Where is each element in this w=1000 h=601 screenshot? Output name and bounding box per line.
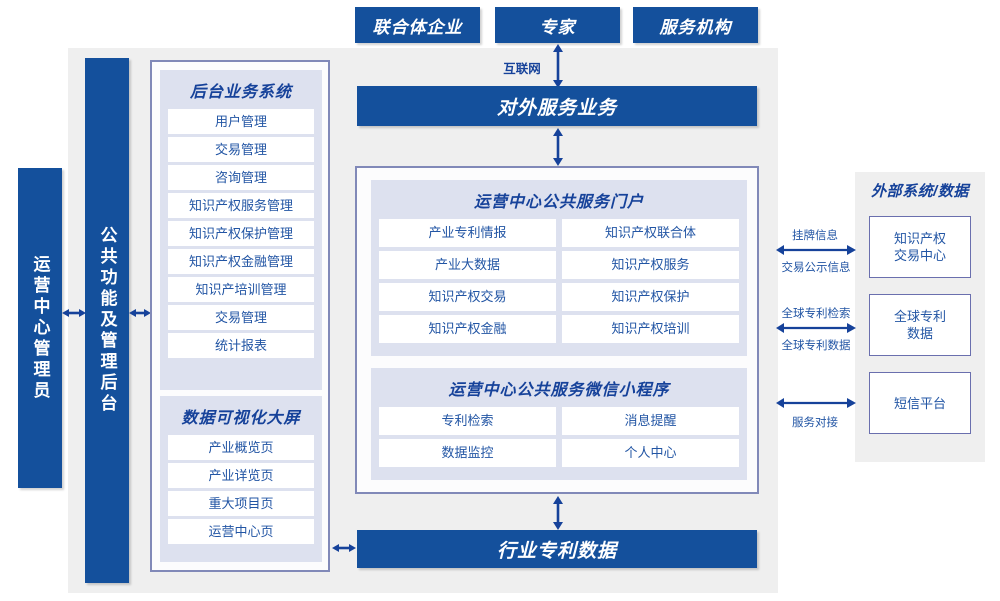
list-item[interactable]: 统计报表 — [168, 333, 314, 358]
actor-label: 服务机构 — [659, 17, 732, 37]
list-item[interactable]: 产业概览页 — [168, 435, 314, 460]
external-system-global-patent-data[interactable]: 全球专利 数据 — [869, 294, 971, 356]
list-item[interactable]: 知识产权金融 — [379, 315, 556, 343]
external-service-bar[interactable]: 对外服务业务 — [357, 86, 757, 126]
group-title: 运营中心公共服务门户 — [473, 194, 644, 211]
connection-label-global-patent-search: 全球专利检索 — [781, 308, 851, 320]
arrow-global-patent — [776, 321, 856, 335]
ext-line1: 全球专利 — [893, 309, 946, 324]
connection-label-trade-public-info: 交易公示信息 — [781, 262, 851, 274]
actor-label: 联合体企业 — [372, 17, 463, 37]
actor-box-consortium-enterprise[interactable]: 联合体企业 — [355, 7, 480, 43]
miniprogram-grid: 专利检索 消息提醒 数据监控 个人中心 — [379, 407, 739, 467]
arrow-sms-platform — [776, 396, 856, 410]
portal-group: 运营中心公共服务门户 产业专利情报 知识产权联合体 产业大数据 知识产权服务 知… — [371, 180, 747, 356]
connection-label-global-patent-data: 全球专利数据 — [781, 340, 851, 352]
arrow-subsystem-to-data — [332, 540, 356, 556]
arrow-admin-to-backend — [62, 305, 86, 321]
column-operation-center-admin[interactable]: 运营中心管理员 — [18, 168, 62, 488]
public-service-panel: 运营中心公共服务门户 产业专利情报 知识产权联合体 产业大数据 知识产权服务 知… — [355, 166, 759, 494]
industry-patent-data-bar[interactable]: 行业专利数据 — [357, 530, 757, 568]
bar-label: 行业专利数据 — [496, 540, 617, 562]
list-item[interactable]: 知识产培训管理 — [168, 277, 314, 302]
arrow-ip-exchange — [776, 243, 856, 257]
external-system-ip-exchange[interactable]: 知识产权 交易中心 — [869, 216, 971, 278]
ext-line2: 交易中心 — [893, 248, 946, 263]
actor-box-service-agency[interactable]: 服务机构 — [633, 7, 758, 43]
connection-label-listing-info: 挂牌信息 — [792, 230, 838, 242]
list-item[interactable]: 运营中心页 — [168, 519, 314, 544]
connection-label-service-docking: 服务对接 — [792, 417, 838, 429]
internet-label: 互联网 — [503, 62, 541, 76]
list-item[interactable]: 知识产权培训 — [562, 315, 739, 343]
ext-line1: 短信平台 — [893, 395, 946, 411]
list-item[interactable]: 咨询管理 — [168, 165, 314, 190]
group-title: 运营中心公共服务微信小程序 — [448, 382, 670, 399]
ext-line1: 知识产权 — [893, 231, 946, 246]
list-item[interactable]: 知识产权交易 — [379, 283, 556, 311]
list-item[interactable]: 知识产权保护管理 — [168, 221, 314, 246]
backend-subsystems-panel: 后台业务系统 用户管理 交易管理 咨询管理 知识产权服务管理 知识产权保护管理 … — [150, 60, 330, 572]
arrow-service-to-portal — [550, 128, 566, 166]
list-item[interactable]: 知识产权服务 — [562, 251, 739, 279]
list-item[interactable]: 知识产权金融管理 — [168, 249, 314, 274]
external-system-sms-platform[interactable]: 短信平台 — [869, 372, 971, 434]
group-title: 数据可视化大屏 — [181, 410, 301, 427]
list-item[interactable]: 交易管理 — [168, 305, 314, 330]
list-item[interactable]: 重大项目页 — [168, 491, 314, 516]
arrow-portal-to-data — [550, 496, 566, 530]
data-visualization-group: 数据可视化大屏 产业概览页 产业详览页 重大项目页 运营中心页 — [160, 396, 322, 562]
external-systems-title: 外部系统/数据 — [871, 183, 969, 200]
miniprogram-group: 运营中心公共服务微信小程序 专利检索 消息提醒 数据监控 个人中心 — [371, 368, 747, 480]
group-title: 后台业务系统 — [189, 84, 292, 101]
arrow-internet-vertical — [550, 44, 566, 88]
bar-label: 对外服务业务 — [496, 97, 617, 119]
actor-label: 专家 — [539, 17, 576, 37]
list-item[interactable]: 产业专利情报 — [379, 219, 556, 247]
list-item[interactable]: 产业详览页 — [168, 463, 314, 488]
list-item[interactable]: 产业大数据 — [379, 251, 556, 279]
list-item[interactable]: 专利检索 — [379, 407, 556, 435]
list-item[interactable]: 知识产权联合体 — [562, 219, 739, 247]
backend-business-system-group: 后台业务系统 用户管理 交易管理 咨询管理 知识产权服务管理 知识产权保护管理 … — [160, 70, 322, 390]
list-item[interactable]: 用户管理 — [168, 109, 314, 134]
external-systems-container: 外部系统/数据 知识产权 交易中心 全球专利 数据 短信平台 — [855, 172, 985, 462]
ext-line2: 数据 — [906, 326, 933, 341]
list-item[interactable]: 数据监控 — [379, 439, 556, 467]
column-label: 公共功能及管理后台 — [97, 226, 117, 415]
portal-grid: 产业专利情报 知识产权联合体 产业大数据 知识产权服务 知识产权交易 知识产权保… — [379, 219, 739, 343]
column-label: 运营中心管理员 — [30, 254, 50, 402]
list-item[interactable]: 消息提醒 — [562, 407, 739, 435]
list-item[interactable]: 知识产权服务管理 — [168, 193, 314, 218]
column-public-function-backend[interactable]: 公共功能及管理后台 — [85, 58, 129, 583]
list-item[interactable]: 知识产权保护 — [562, 283, 739, 311]
list-item[interactable]: 个人中心 — [562, 439, 739, 467]
list-item[interactable]: 交易管理 — [168, 137, 314, 162]
arrow-backend-to-subsystem-panel — [129, 305, 151, 321]
actor-box-expert[interactable]: 专家 — [495, 7, 620, 43]
